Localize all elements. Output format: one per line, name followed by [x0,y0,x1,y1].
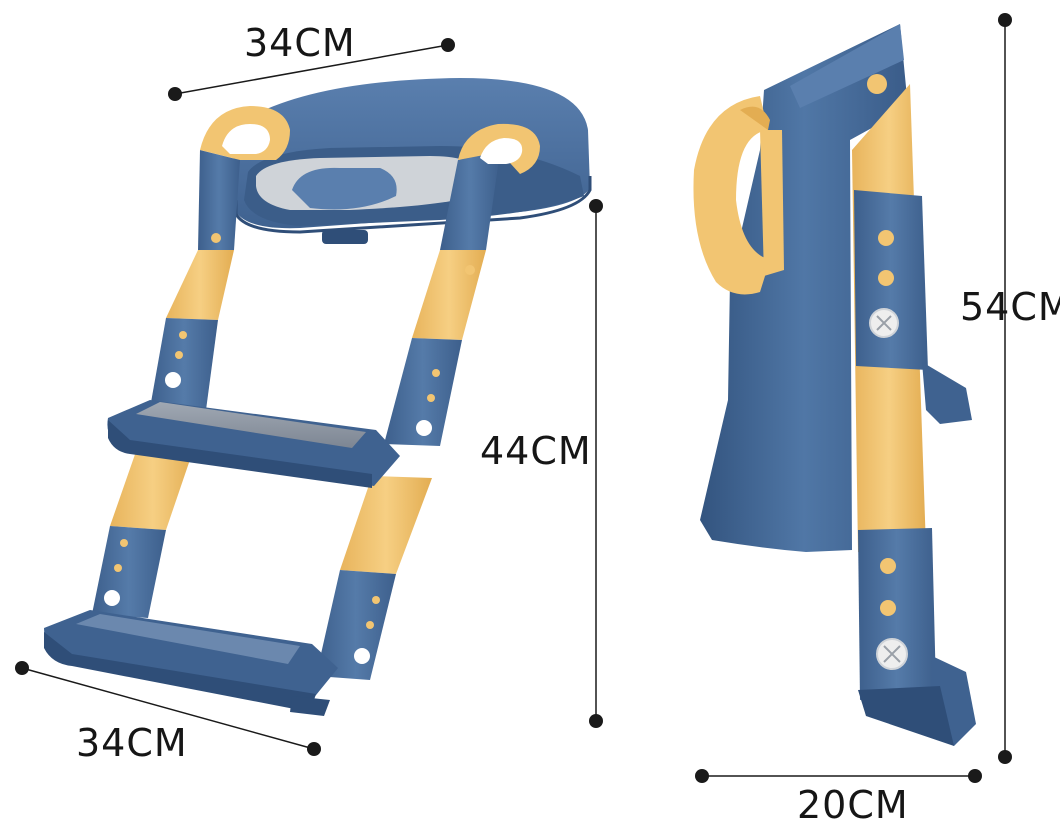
side-height-label: 54CM [960,285,1060,329]
dimension-line-side-height [998,13,1012,764]
upper-step [107,400,400,488]
ladder-side-view [693,24,976,746]
ladder-right-rail [316,123,540,680]
bottom-width-label: 34CM [76,721,188,765]
ladder-front-view [44,78,592,716]
top-width-label: 34CM [244,21,356,65]
dimension-line-bottom-width [15,661,321,756]
ladder-height-label: 44CM [480,429,592,473]
side-depth-label: 20CM [797,783,909,827]
side-handle [693,96,784,295]
ladder-left-rail [92,106,290,618]
adjustment-screw-upper [869,308,899,338]
dimension-line-side-depth [695,769,982,783]
dimension-lines [15,13,1012,783]
dimension-line-ladder-height [589,199,603,728]
potty-seat [232,78,592,244]
dimension-line-top-width [168,38,455,101]
bottom-step [44,610,338,716]
adjustment-screw-lower [876,638,908,670]
